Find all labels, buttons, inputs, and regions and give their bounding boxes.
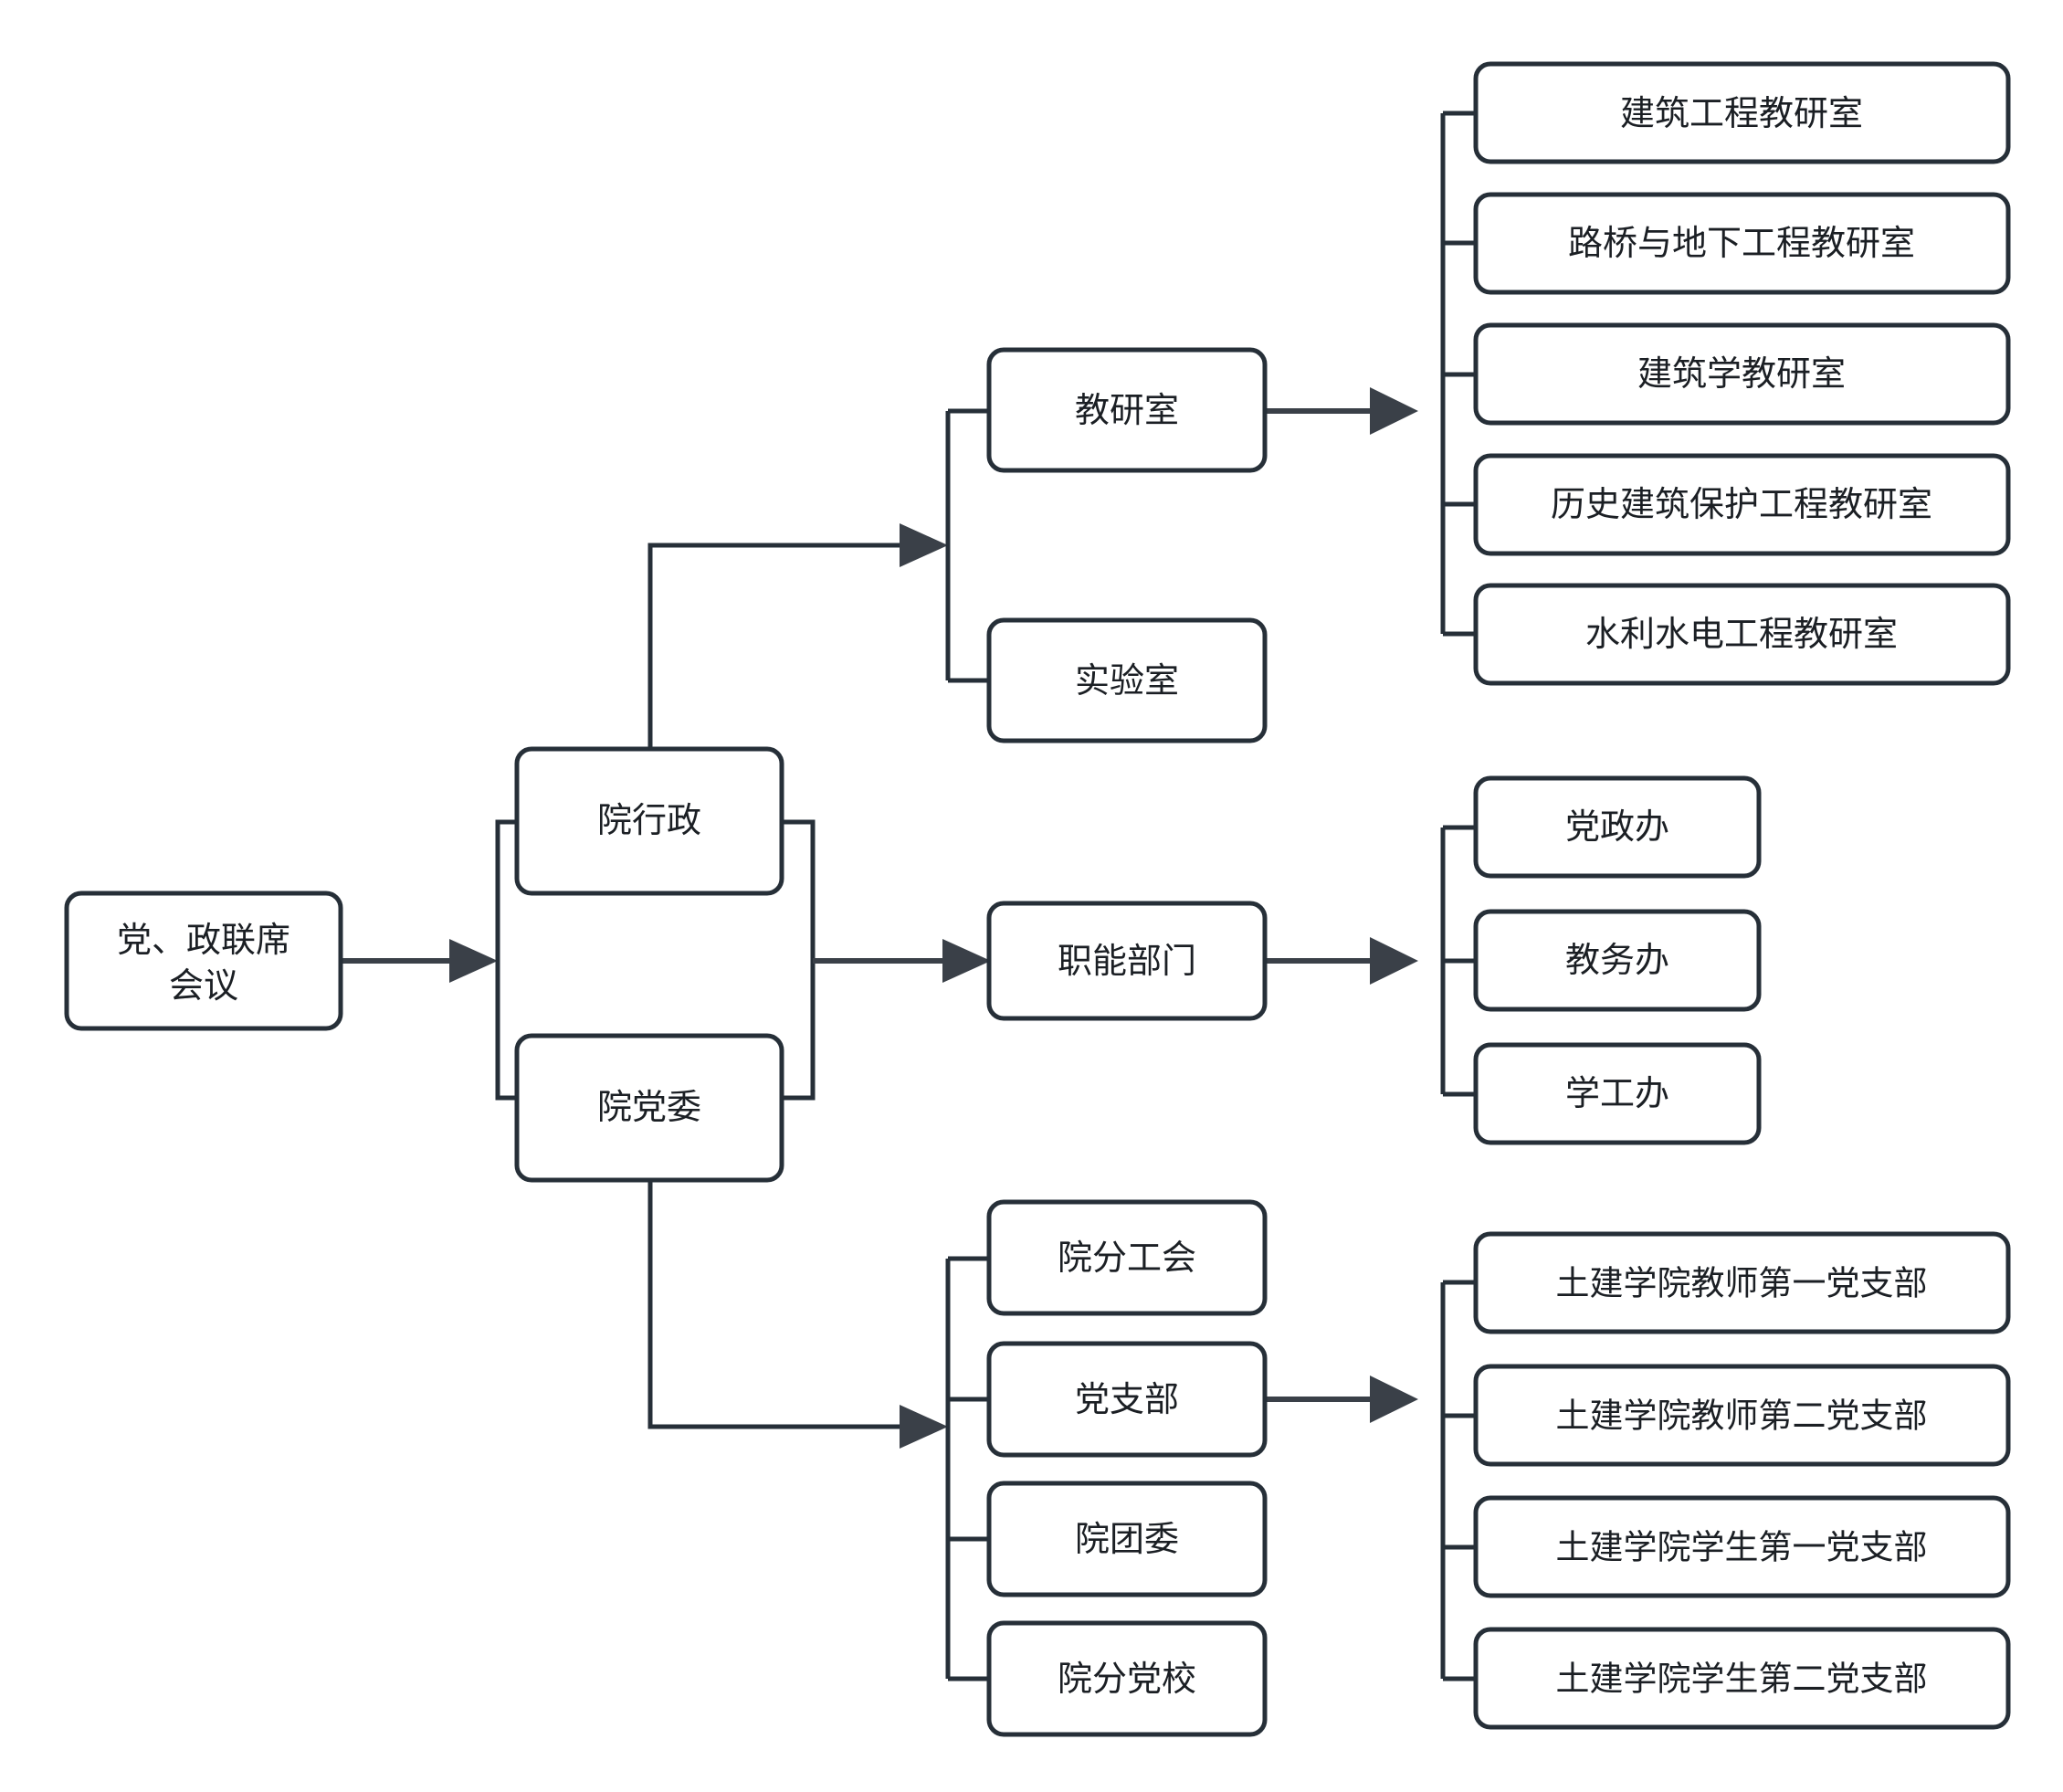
node-js1-label: 土建学院教师第一党支部 [1556, 1265, 1928, 1302]
node-zhineng-bumen-label: 职能部门 [1058, 943, 1196, 981]
arrowhead-dangwei-down [900, 1405, 948, 1449]
arrowhead-core-to-zhineng [942, 939, 991, 983]
node-root-label-line1: 党、政联席 [117, 922, 290, 960]
node-yuan-fengonghui-label: 院分工会 [1058, 1239, 1196, 1278]
node-zhineng-bumen-box[interactable] [986, 901, 1268, 1021]
node-jiaoyanshi-box[interactable] [986, 347, 1268, 473]
node-xs2-label: 土建学院学生第二党支部 [1556, 1660, 1928, 1698]
node-lsjz-box[interactable] [1473, 453, 2011, 556]
node-xs1-box[interactable] [1473, 1495, 2011, 1598]
node-yuan-fendangxiao-box[interactable] [986, 1620, 1268, 1737]
node-zhineng-bumen[interactable]: 职能部门 [986, 901, 1268, 1021]
node-dzb-office[interactable]: 党政办 [1473, 775, 1762, 879]
node-xs2[interactable]: 土建学院学生第二党支部 [1473, 1627, 2011, 1730]
node-xs1-label: 土建学院学生第一党支部 [1556, 1529, 1928, 1566]
node-slsd-box[interactable] [1473, 583, 2011, 686]
node-yuan-tuanwei-box[interactable] [986, 1481, 1268, 1597]
node-yuan-fengonghui[interactable]: 院分工会 [986, 1199, 1268, 1316]
node-yuan-fengonghui-box[interactable] [986, 1199, 1268, 1316]
node-lsjz[interactable]: 历史建筑保护工程教研室 [1473, 453, 2011, 556]
node-jwb-office-box[interactable] [1473, 909, 1762, 1012]
node-yuan-xingzheng-label: 院行政 [597, 802, 701, 840]
node-jzgc-label: 建筑工程教研室 [1620, 95, 1863, 133]
node-jzgc-box[interactable] [1473, 61, 2011, 164]
node-yuan-tuanwei[interactable]: 院团委 [986, 1481, 1268, 1597]
node-slsd-label: 水利水电工程教研室 [1585, 616, 1898, 654]
connector-right-bus [781, 819, 816, 1101]
node-jzgc[interactable]: 建筑工程教研室 [1473, 61, 2011, 164]
node-jwb-office-label: 教务办 [1565, 942, 1669, 980]
node-dangzhibu-box[interactable] [986, 1341, 1268, 1458]
node-yuan-dangwei[interactable]: 院党委 [514, 1033, 784, 1183]
node-root[interactable]: 党、政联席 会议 [64, 891, 343, 1031]
node-slsd[interactable]: 水利水电工程教研室 [1473, 583, 2011, 686]
node-shiyanshi-box[interactable] [986, 617, 1268, 743]
node-yuan-xingzheng[interactable]: 院行政 [514, 746, 784, 896]
node-dzb-office-box[interactable] [1473, 775, 1762, 879]
node-js1[interactable]: 土建学院教师第一党支部 [1473, 1231, 2011, 1334]
connector-dangwei-down [647, 1178, 922, 1429]
node-lqdx[interactable]: 路桥与地下工程教研室 [1473, 192, 2011, 295]
node-jzx[interactable]: 建筑学教研室 [1473, 322, 2011, 426]
node-js1-box[interactable] [1473, 1231, 2011, 1334]
connector-xingzheng-up [647, 543, 922, 749]
node-root-label-line2: 会议 [169, 967, 238, 1006]
node-xgb-office-label: 学工办 [1565, 1075, 1669, 1113]
node-lqdx-box[interactable] [1473, 192, 2011, 295]
node-js2-box[interactable] [1473, 1364, 2011, 1467]
node-jzx-label: 建筑学教研室 [1637, 355, 1846, 394]
node-yuan-dangwei-label: 院党委 [597, 1089, 701, 1127]
node-dangzhibu-label: 党支部 [1075, 1381, 1179, 1419]
node-yuan-xingzheng-box[interactable] [514, 746, 784, 896]
node-xgb-office-box[interactable] [1473, 1042, 1762, 1145]
node-jiaoyanshi-label: 教研室 [1075, 392, 1179, 430]
node-jiaoyanshi[interactable]: 教研室 [986, 347, 1268, 473]
node-yuan-fendangxiao-label: 院分党校 [1058, 1660, 1196, 1699]
connector-layer [341, 111, 1476, 1681]
node-dzb-office-label: 党政办 [1565, 808, 1669, 847]
node-xs1[interactable]: 土建学院学生第一党支部 [1473, 1495, 2011, 1598]
node-lqdx-label: 路桥与地下工程教研室 [1568, 225, 1915, 263]
arrowhead-jiaoyanshi-children [1370, 387, 1418, 435]
node-root-box[interactable] [64, 891, 343, 1031]
node-js2-label: 土建学院教师第二党支部 [1556, 1397, 1928, 1435]
arrowhead-zhineng-children [1370, 937, 1418, 985]
node-xs2-box[interactable] [1473, 1627, 2011, 1730]
node-yuan-dangwei-box[interactable] [514, 1033, 784, 1183]
node-jzx-box[interactable] [1473, 322, 2011, 426]
node-lsjz-label: 历史建筑保护工程教研室 [1551, 486, 1932, 524]
node-shiyanshi[interactable]: 实验室 [986, 617, 1268, 743]
node-yuan-fendangxiao[interactable]: 院分党校 [986, 1620, 1268, 1737]
node-jwb-office[interactable]: 教务办 [1473, 909, 1762, 1012]
arrowhead-dangzhibu-children [1370, 1376, 1418, 1423]
node-dangzhibu[interactable]: 党支部 [986, 1341, 1268, 1458]
node-xgb-office[interactable]: 学工办 [1473, 1042, 1762, 1145]
node-js2[interactable]: 土建学院教师第二党支部 [1473, 1364, 2011, 1467]
node-shiyanshi-label: 实验室 [1075, 662, 1179, 701]
arrowhead-xingzheng-up [900, 523, 948, 567]
arrowhead-root-to-core [449, 939, 498, 983]
node-yuan-tuanwei-label: 院团委 [1075, 1521, 1179, 1559]
